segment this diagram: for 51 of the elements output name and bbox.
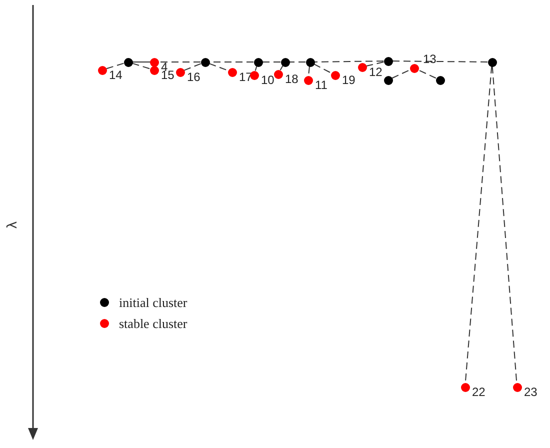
sample-point: [410, 64, 418, 72]
dendrogram-link: [366, 62, 384, 66]
dendrogram-link: [280, 65, 284, 71]
dendrogram-link: [392, 60, 488, 62]
sample-point: [150, 66, 158, 74]
legend-text: stable cluster: [119, 317, 188, 330]
sample-point: [358, 62, 366, 72]
cluster-point: [254, 58, 262, 66]
dendrogram-link: [464, 66, 492, 384]
dendrogram-link: [492, 66, 518, 384]
sample-point: [304, 76, 312, 84]
point-label: 14: [109, 69, 122, 81]
point-label: 13: [423, 53, 436, 65]
point-label: 22: [472, 386, 486, 398]
dendrogram-link: [392, 69, 410, 79]
cluster-point: [384, 76, 392, 84]
cluster-point: [280, 58, 290, 66]
cluster-point: [384, 56, 392, 66]
sample-point: [250, 70, 258, 80]
cluster-point: [488, 58, 496, 66]
sample-point: [512, 382, 522, 392]
cluster-point: [436, 76, 444, 84]
dendrogram-link: [106, 62, 124, 70]
sample-point: [274, 70, 282, 78]
axis-label: λ: [4, 222, 18, 228]
cluster-point: [200, 58, 210, 66]
dendrogram-link: [418, 69, 436, 79]
dendrogram-link: [184, 63, 202, 71]
point-label: 11: [315, 79, 328, 91]
dendrogram-link: [314, 60, 384, 62]
dendrogram-link: [314, 64, 332, 74]
sample-point: [98, 66, 106, 74]
sample-point: [150, 58, 158, 66]
sample-point: [228, 68, 236, 76]
sample-point: [176, 68, 184, 76]
cluster-point: [124, 58, 132, 66]
dendrogram-link: [132, 62, 150, 70]
legend-text: initial cluster: [119, 296, 188, 309]
point-label: 12: [369, 66, 382, 78]
cluster-point: [306, 58, 314, 66]
point-label: 15: [161, 69, 174, 81]
dendrogram-link: [308, 66, 310, 76]
sample-point: [330, 70, 340, 80]
point-label: 16: [187, 71, 200, 83]
sample-point: [460, 382, 470, 392]
point-label: 18: [285, 73, 298, 85]
dendrogram-link: [208, 63, 228, 71]
dendrogram-link: [254, 66, 258, 72]
point-label: 23: [524, 386, 538, 398]
point-label: 19: [342, 74, 356, 86]
point-label: 10: [261, 74, 274, 86]
